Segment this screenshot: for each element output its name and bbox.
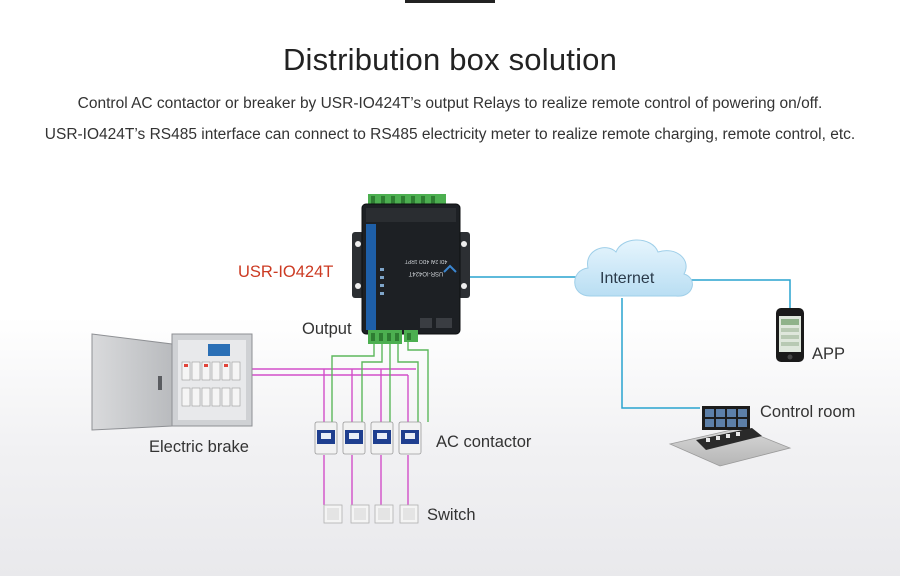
top-accent-bar [405,0,495,3]
app-label: APP [812,345,846,363]
relay-wires [252,368,416,505]
output-wires [331,342,429,422]
distribution-box [91,333,253,431]
wall-switches [323,504,419,524]
control-room-label: Control room [760,403,856,421]
electric-brake-label: Electric brake [149,438,249,456]
control-room [668,406,792,467]
ac-contactors [314,421,422,455]
description-line-2: USR-IO424T’s RS485 interface can connect… [44,126,856,143]
output-label: Output [302,320,352,338]
internet-label: Internet [600,270,655,287]
switch-label: Switch [427,506,476,524]
device-face-spec: 4DI 2AI 4DO 1RPT [405,258,448,264]
device-face-model: USR-IO424T [408,270,443,276]
device-label: USR-IO424T [238,263,334,281]
internet-cloud [574,239,693,297]
ac-contactor-label: AC contactor [436,433,532,451]
usr-io424t-device: USR-IO424T 4DI 2AI 4DO 1RPT [352,194,470,344]
page-title: Distribution box solution [282,42,618,77]
network-links [462,276,791,409]
description-line-1: Control AC contactor or breaker by USR-I… [77,95,823,112]
phone-device [776,308,804,362]
